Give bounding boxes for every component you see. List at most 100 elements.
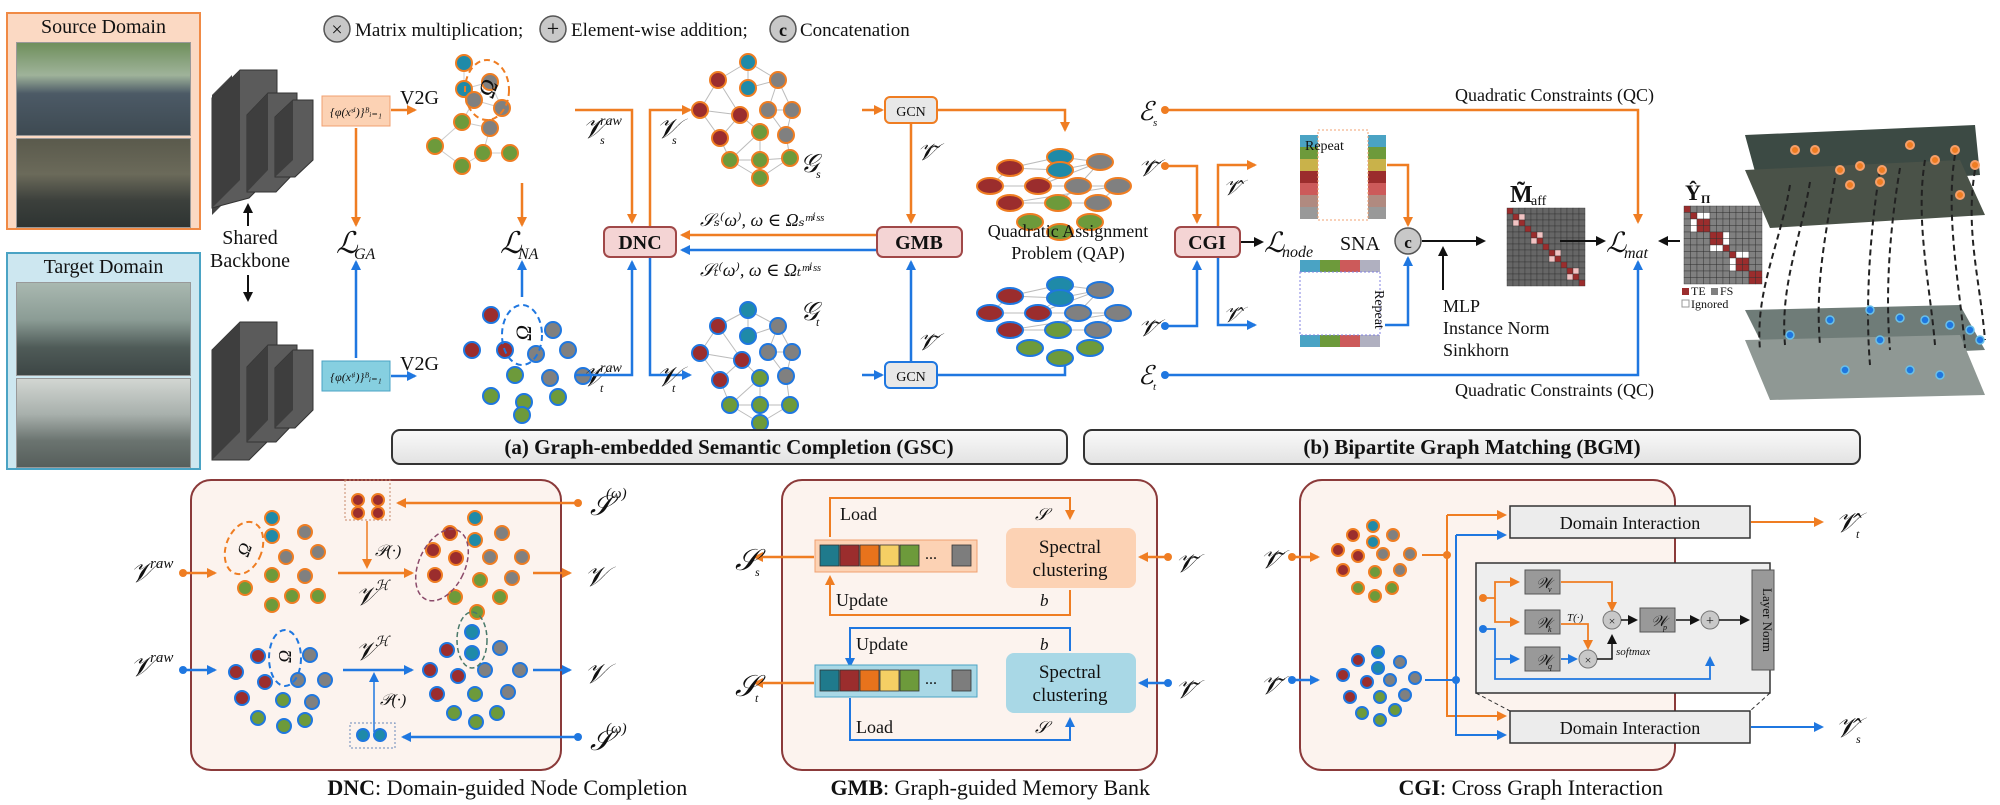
layer-norm-block	[1751, 569, 1775, 671]
spectral-clustering-target	[1006, 653, 1136, 713]
legend: × Matrix multiplication; + Element-wise …	[323, 15, 910, 43]
svg-text:p: p	[1662, 623, 1667, 632]
memory-slot	[879, 544, 900, 567]
qc-top-label: Quadratic Constraints (QC)	[1455, 85, 1654, 106]
backbone-label-2: Backbone	[210, 250, 290, 272]
svg-text:Spectral: Spectral	[1039, 537, 1101, 558]
cgi-module[interactable]	[1174, 226, 1241, 258]
graph-node	[1016, 339, 1044, 357]
graph-node	[264, 567, 280, 583]
graph-node	[751, 169, 769, 187]
graph-node	[1046, 289, 1074, 307]
memory-slot	[839, 544, 860, 567]
svg-text:t: t	[755, 691, 759, 705]
graph-node	[1355, 706, 1369, 720]
graph-node	[371, 506, 385, 520]
svg-text:raw: raw	[150, 650, 173, 666]
svg-text:Spectral: Spectral	[1039, 662, 1101, 683]
graph-node	[1373, 713, 1387, 727]
gmb-module[interactable]	[876, 226, 963, 258]
gmb-bs: b	[1040, 591, 1049, 610]
graph-node	[1371, 661, 1385, 675]
graph-node	[709, 317, 727, 335]
graph-node	[751, 123, 769, 141]
graph-node	[711, 371, 729, 389]
graph-t-label: 𝒢	[800, 297, 823, 326]
source-image-1	[16, 42, 191, 136]
graph-node	[751, 396, 769, 414]
svg-text:𝒲: 𝒲	[1536, 576, 1555, 592]
repeat-label-top: Repeat	[1305, 139, 1344, 154]
graph-node	[1366, 519, 1380, 533]
graph-node	[297, 524, 313, 540]
vtilde-t-bgm: 𝒱̃	[1138, 316, 1166, 342]
graph-node	[228, 664, 244, 680]
graph-node	[1373, 690, 1387, 704]
svg-text:t: t	[1153, 381, 1157, 393]
loss-node-sub: node	[1282, 244, 1313, 261]
v-raw-source-sup: raw	[600, 114, 622, 129]
v-raw-target-sup: raw	[600, 361, 622, 376]
repeat-label-bottom: Repeat	[1371, 290, 1386, 329]
graph-node	[427, 567, 443, 583]
gmb-input-vtilde-t: 𝒱̃	[1175, 675, 1205, 704]
graph-node	[1046, 161, 1074, 179]
graph-node	[739, 327, 757, 345]
graph-node	[541, 369, 559, 387]
graph-node	[297, 712, 313, 728]
graph-node	[455, 54, 473, 72]
graph-node	[549, 388, 567, 406]
concat-glyph: c	[1404, 233, 1412, 252]
bgm-section-bar	[1083, 429, 1861, 465]
svg-text:s: s	[1856, 732, 1861, 746]
gmb-caption-bold: GMB	[830, 775, 883, 800]
memory-slot	[859, 544, 880, 567]
graph-node	[976, 177, 1004, 195]
graph-node	[464, 624, 480, 640]
cgi-input-vtilde-s: 𝒱̃	[1260, 545, 1290, 574]
graph-node	[1046, 349, 1074, 367]
svg-text:q: q	[1548, 662, 1552, 671]
graph-node	[278, 549, 294, 565]
graph-node	[426, 137, 444, 155]
source-image-2	[16, 138, 191, 228]
graph-node	[1086, 281, 1114, 299]
cgi-output-vhat-s: 𝒱̂	[1835, 713, 1867, 744]
graph-node	[1084, 194, 1112, 212]
maff-label: M̃	[1510, 182, 1533, 208]
vtilde-s-bgm: 𝒱̃	[1138, 156, 1166, 182]
gmb-label: GMB	[895, 232, 943, 254]
dnc-raw-source-nodes	[237, 510, 326, 613]
graph-node	[1403, 547, 1417, 561]
graph-node	[1343, 690, 1357, 704]
qap-source-graph	[976, 148, 1132, 241]
graph-node	[996, 321, 1024, 339]
graph-node	[1371, 645, 1385, 659]
dnc-output-vt: 𝒱	[584, 659, 616, 690]
graph-s	[691, 53, 801, 187]
svg-text:raw: raw	[150, 556, 173, 572]
backbone-label-1: Shared	[222, 227, 278, 249]
gcn-target[interactable]	[884, 361, 938, 389]
graph-node	[1386, 528, 1400, 542]
svg-text:...: ...	[925, 546, 937, 563]
gsc-section-bar	[391, 429, 1068, 465]
graph-node	[691, 101, 709, 119]
et-label: ℰ	[1138, 361, 1156, 390]
graph-node	[1064, 304, 1092, 322]
gcn-source[interactable]	[884, 96, 938, 124]
graph-node	[1388, 703, 1402, 717]
graph-node	[1331, 543, 1345, 557]
graph-node	[1086, 153, 1114, 171]
graph-node	[1024, 177, 1052, 195]
graph-node	[1393, 563, 1407, 577]
graph-node	[264, 597, 280, 613]
qap-target-graph	[976, 276, 1132, 367]
loss-ga-sub: GA	[354, 246, 376, 263]
graph-node	[447, 589, 463, 605]
dnc-module[interactable]	[603, 226, 677, 258]
graph-node	[250, 710, 266, 726]
graph-node	[297, 568, 313, 584]
es-label: ℰ	[1138, 97, 1156, 126]
source-feature-label: {φ(xˢⁱ)}ᴮᵢ₌₁	[330, 105, 382, 119]
